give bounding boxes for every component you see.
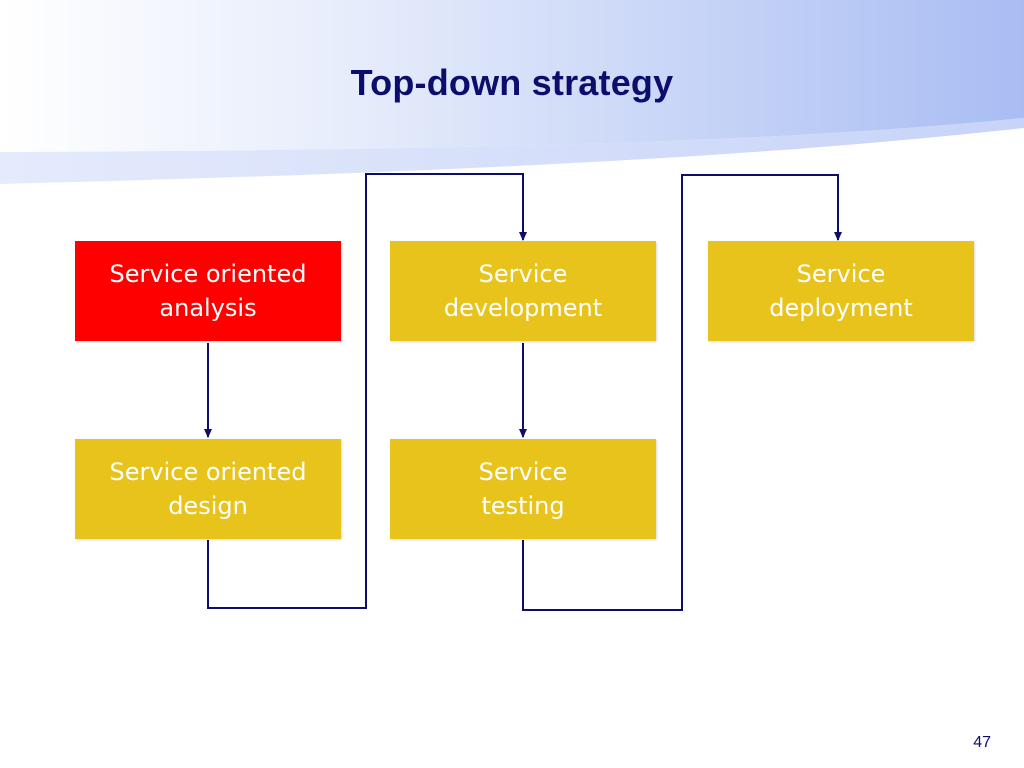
box-service-deployment: Service deployment <box>708 241 974 341</box>
box-service-development: Service development <box>390 241 656 341</box>
box-service-oriented-design: Service oriented design <box>75 439 341 539</box>
box-service-testing: Service testing <box>390 439 656 539</box>
header-swoosh-background <box>0 0 1024 184</box>
connector-testing-to-deployment <box>522 174 842 611</box>
slide-title: Top-down strategy <box>350 62 674 103</box>
connector-design-to-development <box>207 173 527 609</box>
page-number: 47 <box>973 734 991 751</box>
box-service-oriented-analysis: Service oriented analysis <box>75 241 341 341</box>
